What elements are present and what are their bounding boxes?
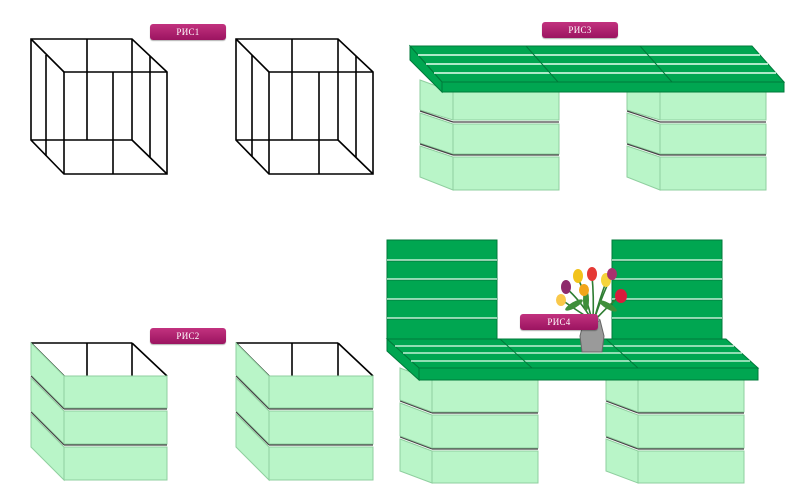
fig1-wireframe-cube-left	[30, 38, 168, 175]
fig2-planked-cube-left	[30, 341, 168, 482]
fig2-label: РИС2	[150, 328, 226, 344]
tulip-vase-icon	[556, 267, 627, 353]
fig4-bench-with-backrests	[385, 239, 760, 484]
fig2-planked-cube-right	[235, 341, 374, 482]
fig3-bench	[408, 44, 786, 191]
fig1-wireframe-cube-right	[235, 38, 374, 175]
fig3-label: РИС3	[542, 22, 618, 38]
fig4-label: РИС4	[520, 314, 598, 330]
fig1-label: РИС1	[150, 24, 226, 40]
